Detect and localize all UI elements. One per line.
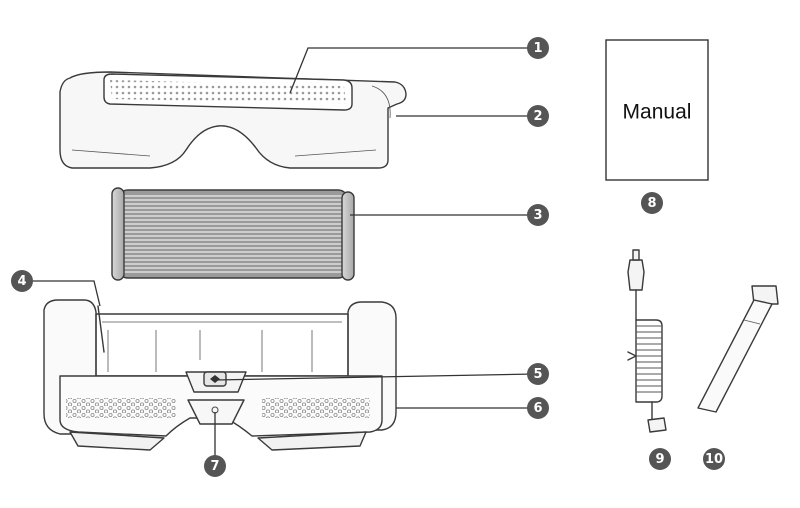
callout-markers: 1 2 3 4 5 6 7 8 9 10: [11, 37, 725, 477]
callout-marker-circle: [11, 270, 33, 292]
leader-line-1: [289, 47, 535, 94]
power-cable: [627, 249, 667, 433]
callout-4: 4: [11, 270, 33, 292]
callout-9: 9: [649, 448, 671, 470]
callout-marker-circle: [527, 397, 549, 419]
leader-lines: [24, 47, 536, 463]
cylindrical-filter: [111, 187, 355, 281]
callout-marker-circle: [204, 455, 226, 477]
callout-number: 6: [533, 401, 542, 416]
callout-10: 10: [703, 448, 725, 470]
top-grille-panel: [103, 73, 353, 111]
leader-line-4: [24, 280, 101, 307]
callout-number: 5: [533, 367, 542, 382]
callout-1: 1: [527, 37, 549, 59]
callout-7: 7: [204, 455, 226, 477]
callout-number: 7: [210, 459, 219, 474]
callout-number: 3: [533, 208, 542, 223]
callout-5: 5: [527, 363, 549, 385]
callout-marker-circle: [527, 105, 549, 127]
manual: Manual: [605, 39, 709, 181]
base-housing-cavity: [97, 305, 105, 353]
callout-6: 6: [527, 397, 549, 419]
callout-number: 1: [533, 41, 542, 56]
callout-number: 8: [647, 196, 656, 211]
callout-marker-circle: [527, 37, 549, 59]
strap: [697, 285, 779, 413]
callout-marker-circle: [649, 448, 671, 470]
callout-number: 10: [705, 452, 723, 467]
callout-marker-circle: [527, 363, 549, 385]
callout-marker-circle: [641, 192, 663, 214]
callout-marker-circle: [527, 204, 549, 226]
callout-number: 4: [17, 274, 26, 289]
callout-8: 8: [641, 192, 663, 214]
manual-label: Manual: [623, 101, 692, 124]
callout-number: 2: [533, 109, 542, 124]
leader-line-5: [214, 373, 536, 381]
callout-3: 3: [527, 204, 549, 226]
callout-number: 9: [655, 452, 664, 467]
center-button: [185, 371, 247, 393]
callout-2: 2: [527, 105, 549, 127]
callout-marker-circle: [703, 448, 725, 470]
